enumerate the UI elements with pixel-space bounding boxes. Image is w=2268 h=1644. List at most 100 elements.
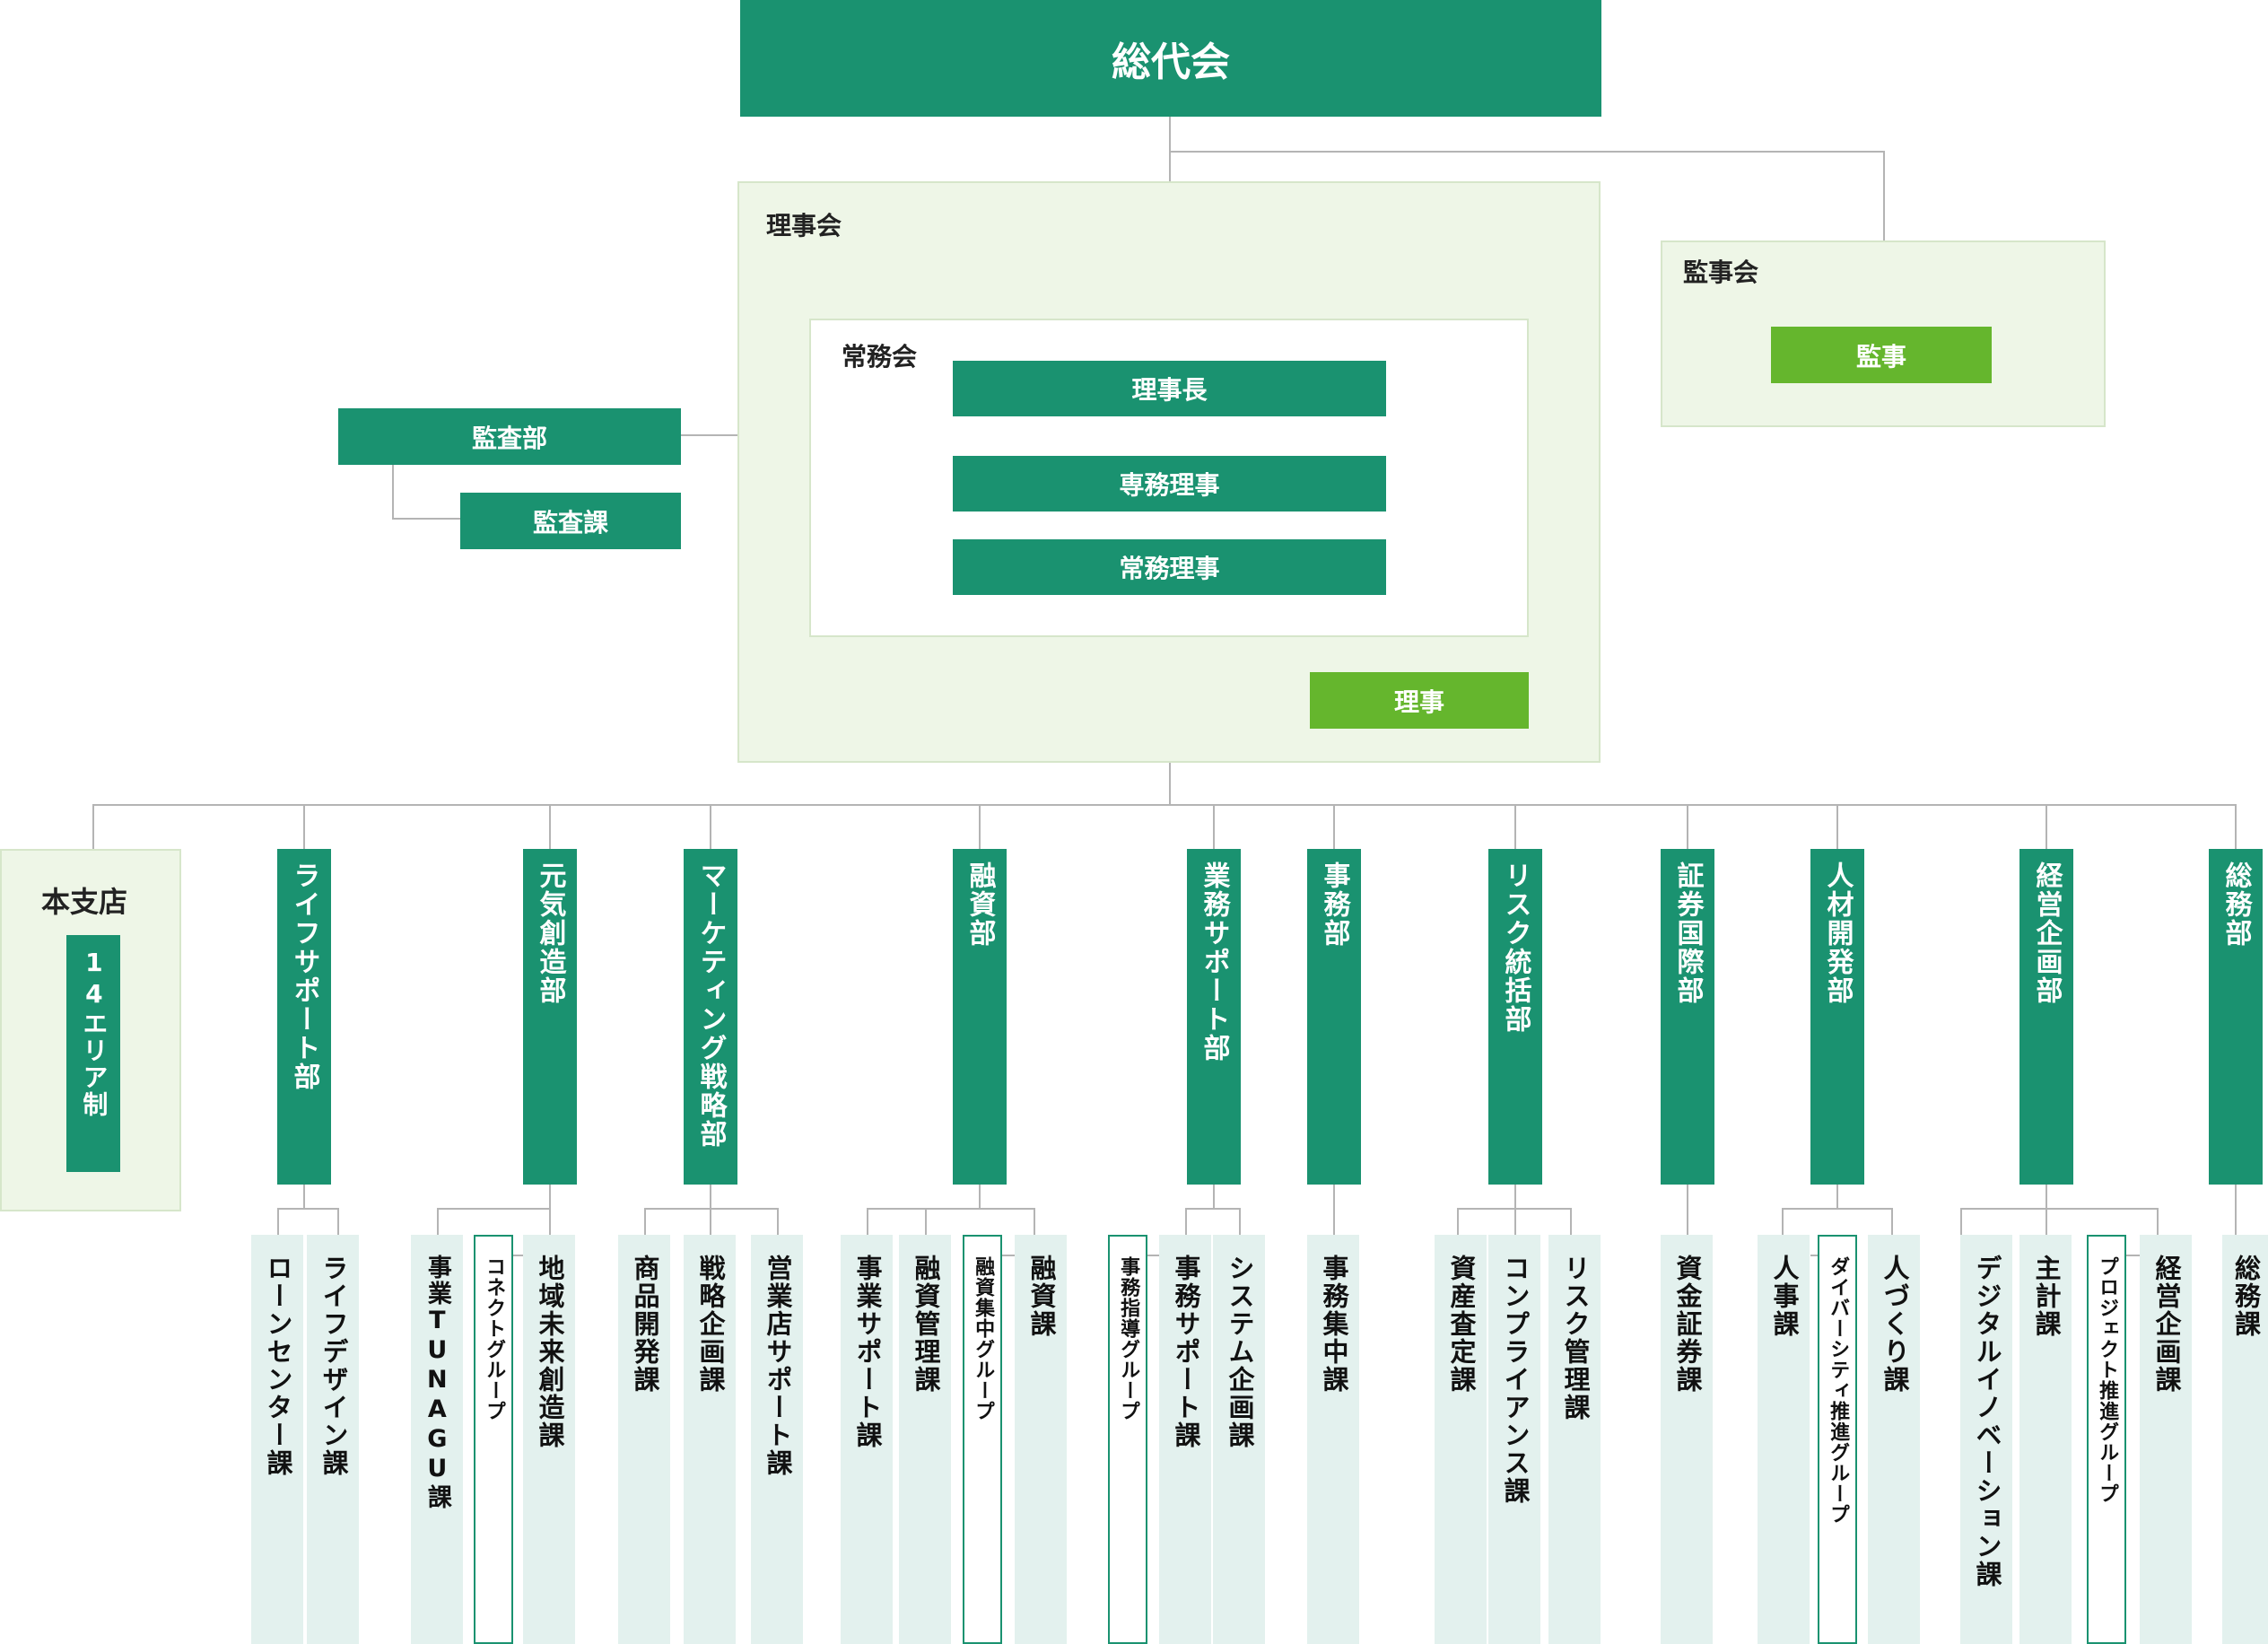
section-people-development: 人づくり課 [1868, 1235, 1920, 1644]
auditor-box: 監事 [1771, 327, 1992, 383]
connector-line [644, 1208, 646, 1235]
connector-line [392, 465, 394, 519]
dept-general-affairs: 総務部 [2209, 849, 2263, 1185]
connector-line [925, 1208, 927, 1235]
connector-line [1514, 1185, 1516, 1210]
dept-operations-support: 業務サポート部 [1187, 849, 1241, 1185]
connector-line [1457, 1208, 1459, 1235]
dept-marketing-strategy: マーケティング戦略部 [684, 849, 737, 1185]
connector-line [2235, 804, 2237, 849]
section-corporate-planning: 経営企画課 [2140, 1235, 2192, 1644]
connector-line [1333, 804, 1335, 849]
section-jigyo-tunagu: 事業TUNAGU課 [411, 1235, 463, 1644]
connector-line [1836, 1185, 1838, 1210]
audit-section-box: 監査課 [460, 493, 681, 549]
connector-line [1333, 1185, 1335, 1235]
dept-financing: 融資部 [953, 849, 1007, 1185]
connector-line [1185, 1208, 1187, 1235]
section-strategy-planning: 戦略企画課 [684, 1235, 736, 1644]
group-financing-centralization: 融資集中グループ [963, 1235, 1002, 1644]
connector-line [1891, 1208, 1893, 1235]
connector-line [277, 1208, 279, 1235]
connector-line [303, 1185, 305, 1210]
connector-line [437, 1208, 551, 1210]
connector-line [549, 804, 551, 849]
section-operations-centralization: 事務集中課 [1307, 1235, 1359, 1644]
section-branch-support: 営業店サポート課 [751, 1235, 803, 1644]
connector-line [1960, 1208, 2159, 1210]
section-accounting: 主計課 [2019, 1235, 2072, 1644]
group-diversity-promotion: ダイバーシティ推進グループ [1818, 1235, 1857, 1644]
connector-line [1570, 1208, 1572, 1235]
connector-line [710, 1185, 711, 1210]
connector-line [1883, 151, 1885, 240]
connector-line [1782, 1208, 1784, 1235]
connector-line [1687, 804, 1688, 849]
connector-line [92, 804, 2237, 806]
section-business-support: 事業サポート課 [841, 1235, 893, 1644]
section-general-affairs: 総務課 [2222, 1235, 2268, 1644]
connector-line [1213, 804, 1215, 849]
group-connect: コネクトグループ [474, 1235, 513, 1644]
section-life-design: ライフデザイン課 [307, 1235, 359, 1644]
section-system-planning: システム企画課 [1213, 1235, 1265, 1644]
dept-securities-international: 証券国際部 [1661, 849, 1714, 1185]
group-operations-guidance: 事務指導グループ [1108, 1235, 1147, 1644]
connector-line [979, 1185, 981, 1210]
audit-dept-box: 監査部 [338, 408, 681, 465]
connector-line [2157, 1208, 2159, 1235]
connector-line [2046, 1185, 2047, 1210]
connector-line [777, 1208, 779, 1235]
connector-line [978, 1255, 1034, 1256]
section-regional-future: 地域未来創造課 [523, 1235, 575, 1644]
connector-line [437, 1208, 439, 1235]
connector-line [1514, 1208, 1516, 1235]
section-financing: 融資課 [1015, 1235, 1067, 1644]
connector-line [2104, 1255, 2159, 1256]
section-product-development: 商品開発課 [618, 1235, 670, 1644]
section-risk-management: リスク管理課 [1548, 1235, 1601, 1644]
dept-life-support: ライフサポート部 [277, 849, 331, 1185]
connector-line [1169, 151, 1885, 153]
executive-title: 常務会 [842, 342, 918, 372]
connector-line [979, 804, 981, 849]
connector-line [2046, 1208, 2047, 1235]
connector-line [1514, 804, 1516, 849]
dept-corporate-planning: 経営企画部 [2019, 849, 2073, 1185]
connector-line [1960, 1208, 1962, 1235]
connector-line [303, 804, 305, 849]
connector-line [867, 1208, 1035, 1210]
connector-line [277, 1208, 339, 1210]
managing-director-box: 常務理事 [953, 539, 1386, 595]
section-personnel: 人事課 [1758, 1235, 1810, 1644]
section-funds-securities: 資金証券課 [1661, 1235, 1713, 1644]
connector-line [392, 518, 460, 520]
connector-line [1129, 1255, 1185, 1256]
connector-line [549, 1185, 551, 1210]
dept-genki-souzou: 元気創造部 [523, 849, 577, 1185]
general-assembly-box: 総代会 [740, 0, 1601, 117]
senior-director-box: 専務理事 [953, 456, 1386, 512]
section-financing-management: 融資管理課 [899, 1235, 951, 1644]
dept-risk-management: リスク統括部 [1488, 849, 1542, 1185]
connector-line [867, 1208, 868, 1235]
connector-line [549, 1208, 551, 1235]
group-project-promotion: プロジェクト推進グループ [2087, 1235, 2126, 1644]
audit-board-title: 監事会 [1683, 258, 1759, 287]
connector-line [2235, 1185, 2237, 1235]
connector-line [1239, 1208, 1241, 1235]
section-digital-innovation: デジタルイノベーション課 [1960, 1235, 2012, 1644]
dept-human-resources: 人材開発部 [1810, 849, 1864, 1185]
section-loan-center: ローンセンター課 [251, 1235, 303, 1644]
director-box: 理事 [1310, 672, 1529, 729]
dept-administration: 事務部 [1307, 849, 1361, 1185]
connector-line [1185, 1208, 1241, 1210]
area-system-box: 14エリア制 [66, 935, 120, 1172]
connector-line [1687, 1185, 1688, 1235]
connector-line [2046, 804, 2047, 849]
connector-line [644, 1208, 779, 1210]
connector-line [710, 804, 711, 849]
connector-line [92, 804, 94, 849]
connector-line [1034, 1208, 1035, 1235]
